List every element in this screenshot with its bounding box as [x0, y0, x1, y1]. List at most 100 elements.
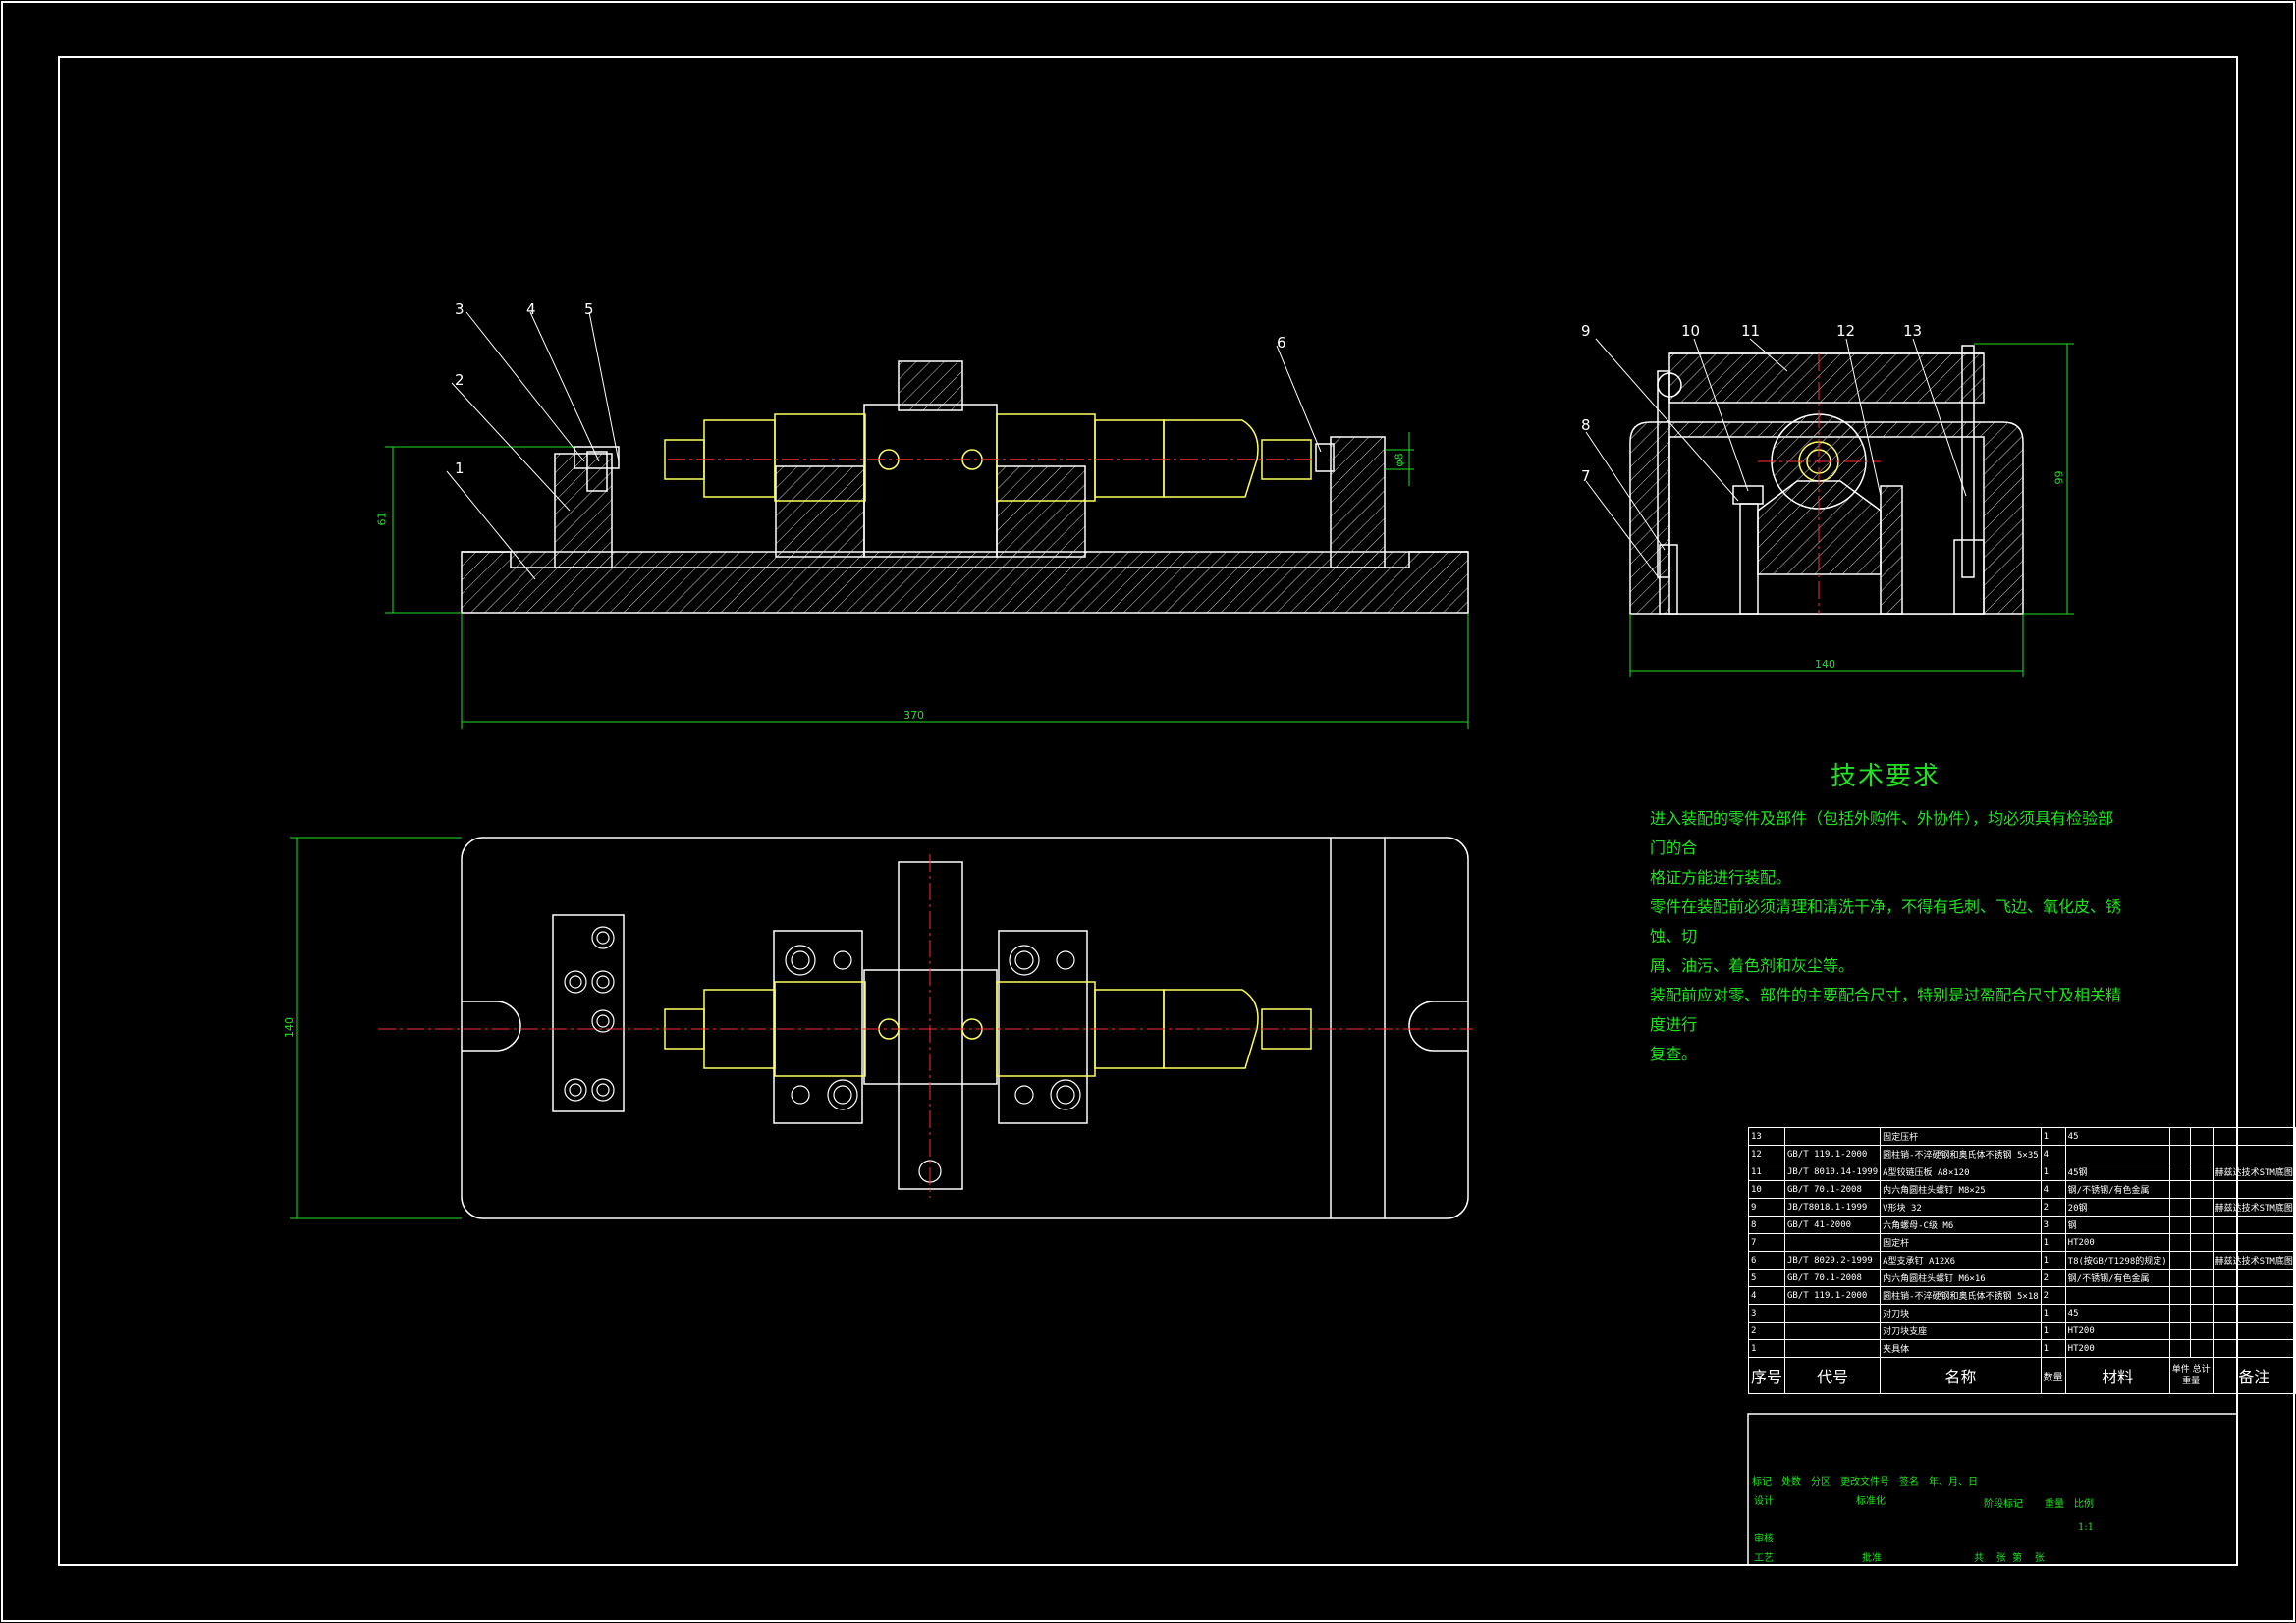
bom-cell-empty [2189, 1322, 2214, 1340]
bom-cell-empty [2168, 1269, 2191, 1287]
bom-cell-note [2212, 1233, 2296, 1252]
cutter-block-top [552, 914, 625, 1112]
dim-height: 61 [375, 512, 389, 526]
tb-scale-value: 1:1 [2078, 1522, 2095, 1533]
balloon-1: 1 [455, 460, 465, 477]
balloon-3: 3 [455, 300, 465, 318]
bom-cell-empty [2168, 1233, 2191, 1252]
bom-cell-code [1784, 1339, 1882, 1358]
bom-cell-name: 对刀块支座 [1880, 1322, 2042, 1340]
bom-cell-mat [2064, 1145, 2170, 1163]
dim-length: 370 [903, 709, 924, 722]
bom-cell-qty: 2 [2040, 1269, 2066, 1287]
tb-approve: 批准 [1862, 1553, 1882, 1564]
bom-cell-mat: 45 [2064, 1127, 2170, 1146]
bom-cell-note: 赫兹达技术STM底图 [2212, 1198, 2296, 1217]
bom-cell-qty: 1 [2040, 1304, 2066, 1323]
front-view [461, 360, 1469, 614]
bom-cell-empty [2189, 1145, 2214, 1163]
dim-side-height: 99 [2052, 470, 2066, 485]
bom-cell-qty: 1 [2040, 1127, 2066, 1146]
bom-cell-note [2212, 1286, 2296, 1305]
bom-cell-mat [2064, 1286, 2170, 1305]
tb-sheets: 共 张 第 张 [1974, 1553, 2045, 1564]
bom-cell-code [1784, 1304, 1882, 1323]
bom-cell-mat: 45 [2064, 1304, 2170, 1323]
bom-cell-note [2212, 1145, 2296, 1163]
bom-cell-code: GB/T 119.1-2000 [1784, 1145, 1882, 1163]
balloon-4: 4 [526, 300, 536, 318]
bom-cell-no: 4 [1747, 1286, 1786, 1305]
bom-cell-no: 2 [1747, 1322, 1786, 1340]
bom-cell-note [2212, 1322, 2296, 1340]
bom-cell-mat: HT200 [2064, 1233, 2170, 1252]
bom-cell-empty [2168, 1286, 2191, 1305]
tech-line: 复查。 [1650, 1045, 1698, 1063]
bom-cell-note [2212, 1216, 2296, 1234]
bom-cell-empty [2189, 1251, 2214, 1270]
base-body [461, 551, 1469, 614]
bom-cell-name: 圆柱销-不淬硬钢和奥氏体不锈钢 5×18 [1880, 1286, 2042, 1305]
balloon-5: 5 [584, 300, 594, 318]
bom-cell-qty: 2 [2040, 1198, 2066, 1217]
bom-cell-empty [2168, 1216, 2191, 1234]
bom-cell-name: A型支承钉 A12X6 [1880, 1251, 2042, 1270]
bom-cell-empty [2168, 1180, 2191, 1199]
bom-cell-name: 六角螺母-C级 M6 [1880, 1216, 2042, 1234]
right-support [1330, 436, 1386, 568]
bom-cell-note [2212, 1180, 2296, 1199]
bom-cell-note: 赫兹达技术STM底图 [2212, 1163, 2296, 1181]
dim-small: φ8 [1393, 453, 1406, 467]
bom-cell-code [1784, 1322, 1882, 1340]
bom-cell-empty [2189, 1216, 2214, 1234]
bom-cell-mat: HT200 [2064, 1322, 2170, 1340]
top-view [461, 837, 1469, 1219]
bom-cell-no: 10 [1747, 1180, 1786, 1199]
bom-cell-name: 内六角圆柱头螺钉 M8×25 [1880, 1180, 2042, 1199]
bom-cell-empty [2168, 1251, 2191, 1270]
bom-cell-mat: T8(按GB/T1298的规定) [2064, 1251, 2170, 1270]
bom-cell-code: GB/T 119.1-2000 [1784, 1286, 1882, 1305]
bom-header: 序号 代号 名称 数量 材料 单件 总计重量 备注 [1747, 1357, 2296, 1394]
dim-side-width: 140 [1815, 658, 1835, 671]
bom-cell-qty: 1 [2040, 1233, 2066, 1252]
bom-cell-empty [2168, 1339, 2191, 1358]
bom-cell-name: 固定压杆 [1880, 1127, 2042, 1146]
bom-cell-empty [2189, 1233, 2214, 1252]
tb-check: 审核 [1754, 1534, 1774, 1544]
bom-cell-note [2212, 1127, 2296, 1146]
tech-title: 技术要求 [1830, 762, 1941, 791]
tb-scale: 比例 [2074, 1499, 2094, 1510]
bom-cell-empty [2189, 1180, 2214, 1199]
bom-cell-empty [2189, 1269, 2214, 1287]
top-base [461, 837, 1469, 1219]
titleblock-row1: 标记 处数 分区 更改文件号 签名 年、月、日 [1752, 1477, 1978, 1488]
bom-cell-empty [2168, 1145, 2191, 1163]
bom-cell-no: 8 [1747, 1216, 1786, 1234]
balloon-8: 8 [1581, 416, 1591, 434]
tech-line: 屑、油污、着色剂和灰尘等。 [1650, 956, 1855, 975]
balloon-13: 13 [1903, 322, 1923, 340]
bom-cell-mat: 钢/不锈钢/有色金属 [2064, 1180, 2170, 1199]
tb-process: 工艺 [1754, 1553, 1774, 1564]
side-view [1629, 345, 2024, 615]
bom-cell-qty: 1 [2040, 1339, 2066, 1358]
bom-cell-empty [2189, 1286, 2214, 1305]
bom-cell-empty [2189, 1127, 2214, 1146]
tech-line: 装配前应对零、部件的主要配合尺寸，特别是过盈配合尺寸及相关精度进行 [1650, 986, 2122, 1034]
bom-cell-name: A型铰链压板 A8×120 [1880, 1163, 2042, 1181]
bom-cell-empty [2189, 1198, 2214, 1217]
bom-cell-name: 圆柱销-不淬硬钢和奥氏体不锈钢 5×35 [1880, 1145, 2042, 1163]
bom-cell-no: 9 [1747, 1198, 1786, 1217]
bom-cell-no: 11 [1747, 1163, 1786, 1181]
bom-cell-empty [2189, 1304, 2214, 1323]
